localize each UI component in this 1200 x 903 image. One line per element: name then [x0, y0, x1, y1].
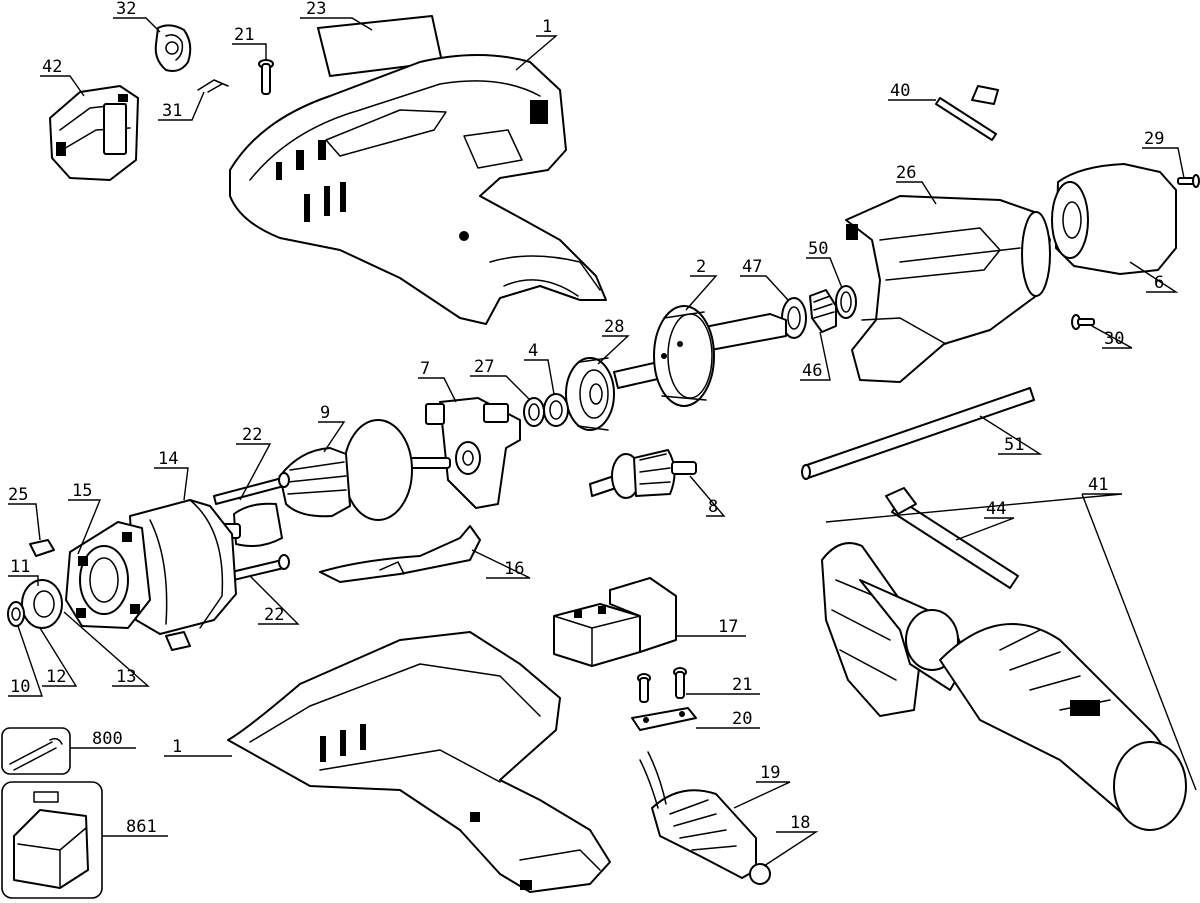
kit-861-box	[1, 781, 103, 899]
part-2-spindle-gear	[613, 305, 787, 407]
part-7-bearing-plate	[425, 397, 521, 509]
part-18-cord	[749, 863, 771, 885]
part-30-screw	[1071, 314, 1095, 330]
callout-861: 861	[126, 817, 157, 837]
callout-19: 19	[760, 763, 780, 783]
callout-21-lower: 21	[732, 675, 752, 695]
callout-21-top: 21	[234, 25, 254, 45]
part-1-housing-top	[229, 54, 607, 325]
part-46-bearing	[809, 289, 837, 333]
part-14-field	[129, 499, 237, 635]
callout-40: 40	[890, 81, 910, 101]
callout-25: 25	[8, 485, 28, 505]
callout-6: 6	[1154, 273, 1164, 293]
part-25-brush-lower	[165, 631, 191, 651]
part-25-brush-upper	[29, 539, 55, 557]
part-50-ring	[835, 285, 857, 319]
part-4-ring	[543, 393, 569, 427]
callout-9: 9	[320, 403, 330, 423]
part-32-clip	[154, 24, 192, 72]
callout-1-bottom: 1	[172, 737, 182, 757]
part-27-retaining-ring	[523, 397, 545, 427]
callout-2: 2	[696, 257, 706, 277]
callout-7: 7	[420, 359, 430, 379]
part-41-side-handle	[821, 542, 1187, 831]
part-44-bolt	[885, 487, 1019, 589]
callout-800: 800	[92, 729, 123, 749]
callout-14: 14	[158, 449, 178, 469]
callout-51: 51	[1004, 435, 1024, 455]
part-16-lever	[319, 525, 481, 583]
part-6-chuck	[1051, 163, 1177, 275]
callout-13: 13	[116, 667, 136, 687]
callout-26: 26	[896, 163, 916, 183]
callout-17: 17	[718, 617, 738, 637]
leader-lines	[8, 17, 1197, 867]
callout-20: 20	[732, 709, 752, 729]
callout-46: 46	[802, 361, 822, 381]
callout-10: 10	[10, 677, 30, 697]
part-21-screw-lower-b	[673, 667, 687, 699]
kit-800-box	[1, 727, 71, 775]
callout-23: 23	[306, 0, 326, 19]
callout-8: 8	[708, 497, 718, 517]
callout-22-upper: 22	[242, 425, 262, 445]
callout-27: 27	[474, 357, 494, 377]
callout-50: 50	[808, 239, 828, 259]
part-28-gear	[565, 357, 615, 431]
callout-16: 16	[504, 559, 524, 579]
part-8-pinion	[589, 449, 697, 499]
callout-47: 47	[742, 257, 762, 277]
callout-15: 15	[72, 481, 92, 501]
callout-28: 28	[604, 317, 624, 337]
part-29-chuck-screw	[1177, 174, 1200, 188]
callout-11: 11	[10, 557, 30, 577]
part-12-bearing	[21, 579, 63, 629]
callout-22-lower: 22	[264, 605, 284, 625]
part-9-armature	[213, 419, 451, 547]
callout-18: 18	[790, 813, 810, 833]
part-15-brush-holder	[65, 521, 151, 629]
part-26-gear-case	[845, 195, 1051, 383]
callout-31: 31	[162, 101, 182, 121]
part-10-ring	[7, 601, 25, 627]
part-42-end-cap	[49, 85, 139, 181]
callout-4: 4	[528, 341, 538, 361]
part-19-cord-protector	[639, 751, 757, 879]
part-20-clamp	[631, 707, 697, 731]
callout-42: 42	[42, 57, 62, 77]
part-17-switch	[553, 577, 677, 667]
callout-32: 32	[116, 0, 136, 19]
callout-44: 44	[986, 499, 1006, 519]
part-51-rod	[801, 387, 1035, 480]
callout-labels: 32 23 21 1 42 31 40 29 26 50 47 2 6 30 4…	[8, 0, 1164, 837]
callout-41: 41	[1088, 475, 1108, 495]
callout-29: 29	[1144, 129, 1164, 149]
part-21-screw-top	[258, 59, 274, 95]
callout-12: 12	[46, 667, 66, 687]
part-22-bolt-upper	[213, 472, 290, 505]
part-1-housing-bottom	[227, 631, 611, 893]
part-21-screw-lower-a	[637, 673, 651, 703]
callout-30: 30	[1104, 329, 1124, 349]
callout-1-top: 1	[542, 17, 552, 37]
part-40-chuck-key	[935, 85, 999, 141]
part-31-spring	[197, 79, 229, 93]
